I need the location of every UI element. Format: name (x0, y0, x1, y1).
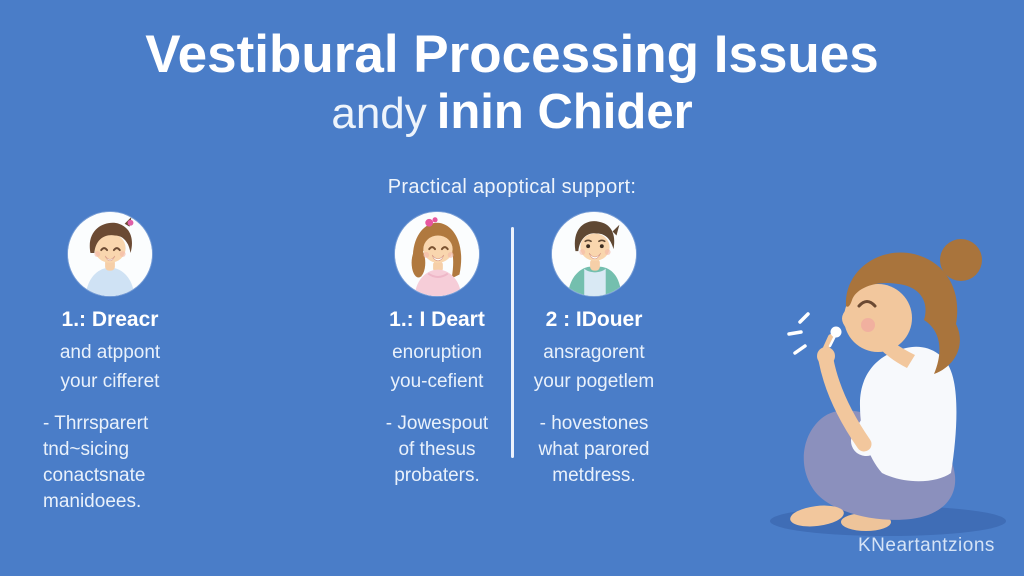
bullet-line: - hovestones (539, 413, 649, 434)
column-3-heading: 2 : IDouer (545, 308, 643, 331)
column-2-line: enoruption (392, 342, 482, 363)
column-1-lines: and atppont your cifferet (60, 338, 160, 396)
bullet-line: - Jowespout (385, 413, 489, 434)
sitting-girl-illustration-icon (756, 236, 1024, 542)
boy-avatar-1-icon (68, 212, 152, 296)
column-2-bullets: - Jowespout of thesus probaters. (386, 411, 488, 489)
column-1-heading: 1.: Dreacr (61, 308, 159, 331)
boy-avatar-2-icon (552, 212, 636, 296)
page-title: Vestibural Processing Issues (145, 25, 879, 84)
column-3-line: your pogetlem (533, 371, 655, 392)
column-3-bullets: - hovestones what parored metdress. (539, 411, 650, 489)
column-2-lines: enoruption you-cefient (391, 338, 484, 396)
column-2-line: you-cefient (390, 371, 484, 392)
column-2: 1.: I Deart enoruption you-cefient - Jow… (362, 212, 512, 489)
bullet-line: - Thrrsparert (43, 413, 149, 434)
bullet-line: tnd~sicing (43, 439, 130, 460)
column-2-heading: 1.: I Deart (389, 308, 485, 331)
girl-avatar-icon (395, 212, 479, 296)
bullet-line: of thesus (398, 439, 476, 460)
column-1-line: your cifferet (60, 371, 160, 392)
title-word-bold: inin Chider (436, 85, 693, 140)
watermark-text: KNeartantzions (858, 535, 995, 556)
section-subtitle: Practical apoptical support: (387, 176, 637, 198)
title-word-light: andy (331, 89, 427, 139)
bullet-line: manidoees. (43, 491, 142, 512)
bullet-line: conactsnate (43, 465, 146, 486)
column-1-bullets: - Thrrsparert tnd~sicing conactsnate man… (15, 411, 148, 515)
bullet-line: probaters. (394, 465, 480, 486)
column-1-line: and atppont (59, 342, 161, 363)
column-divider (511, 227, 514, 458)
bullet-line: what parored (538, 439, 650, 460)
bullet-line: metdress. (552, 465, 636, 486)
column-3: 2 : IDouer ansragorent your pogetlem - h… (518, 212, 670, 489)
column-3-line: ansragorent (543, 342, 645, 363)
column-3-lines: ansragorent your pogetlem (534, 338, 654, 396)
column-1: 1.: Dreacr and atppont your cifferet - T… (15, 212, 205, 515)
